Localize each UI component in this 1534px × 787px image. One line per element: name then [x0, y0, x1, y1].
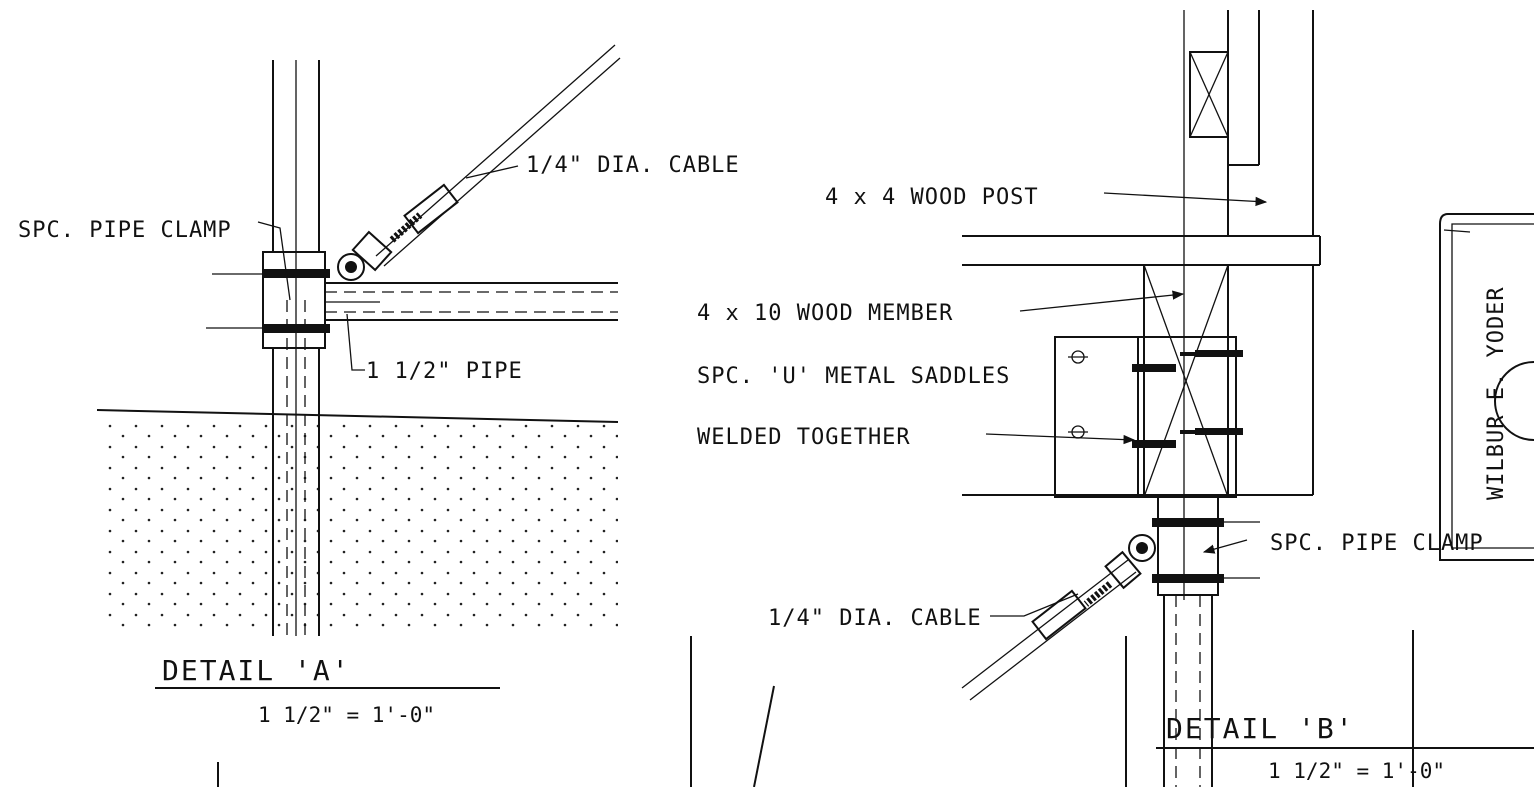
wood-post-label: 4 x 4 WOOD POST	[825, 185, 1039, 210]
wood-post	[1183, 10, 1314, 600]
post-leader	[1103, 192, 1268, 207]
ground-soil	[96, 409, 619, 630]
detail-b-title: DETAIL 'B'	[1166, 712, 1355, 745]
pipe-clamp	[206, 251, 330, 349]
lower-cable-label: 1/4" DIA. CABLE	[768, 606, 982, 631]
lower-cable-leader	[990, 593, 1079, 617]
clamp-leader	[257, 221, 291, 301]
stamp-name: WILBUR E. YODER	[1484, 286, 1509, 500]
detail-b-scale: 1 1/2" = 1'-0"	[1268, 759, 1445, 783]
cable-assembly	[337, 44, 621, 281]
pipe-label: 1 1/2" PIPE	[366, 359, 523, 384]
pipe-leader	[346, 313, 365, 371]
cable-label: 1/4" DIA. CABLE	[526, 153, 740, 178]
cable-leader	[465, 165, 519, 179]
sheet-slash	[753, 685, 775, 787]
horizontal-pipe	[325, 282, 618, 321]
detail-a-title: DETAIL 'A'	[162, 654, 351, 687]
lower-cable	[961, 534, 1156, 701]
lower-clamp-leader	[1202, 539, 1248, 554]
saddles-label-line2: WELDED TOGETHER	[697, 425, 911, 450]
saddle-leader	[985, 433, 1136, 445]
lower-clamp-label: SPC. PIPE CLAMP	[1270, 531, 1484, 556]
wood-member-label: 4 x 10 WOOD MEMBER	[697, 301, 953, 326]
saddles-label-line1: SPC. 'U' METAL SADDLES	[697, 364, 1010, 389]
lower-pipe-clamp	[1152, 496, 1260, 787]
wood-member	[1143, 264, 1229, 498]
metal-saddles	[1054, 336, 1243, 498]
detail-b: 4 x 4 WOOD POST 4 x 10 WOOD MEMBER SPC. …	[697, 10, 1534, 787]
engineer-stamp: WILBUR E. YODER	[1439, 213, 1534, 561]
detail-a-scale: 1 1/2" = 1'-0"	[258, 703, 435, 727]
pipe-clamp-label: SPC. PIPE CLAMP	[18, 218, 232, 243]
member-leader	[1019, 290, 1185, 312]
vertical-pipe	[272, 60, 320, 636]
detail-a: 1/4" DIA. CABLE SPC. PIPE CLAMP 1 1/2" P…	[18, 44, 740, 787]
